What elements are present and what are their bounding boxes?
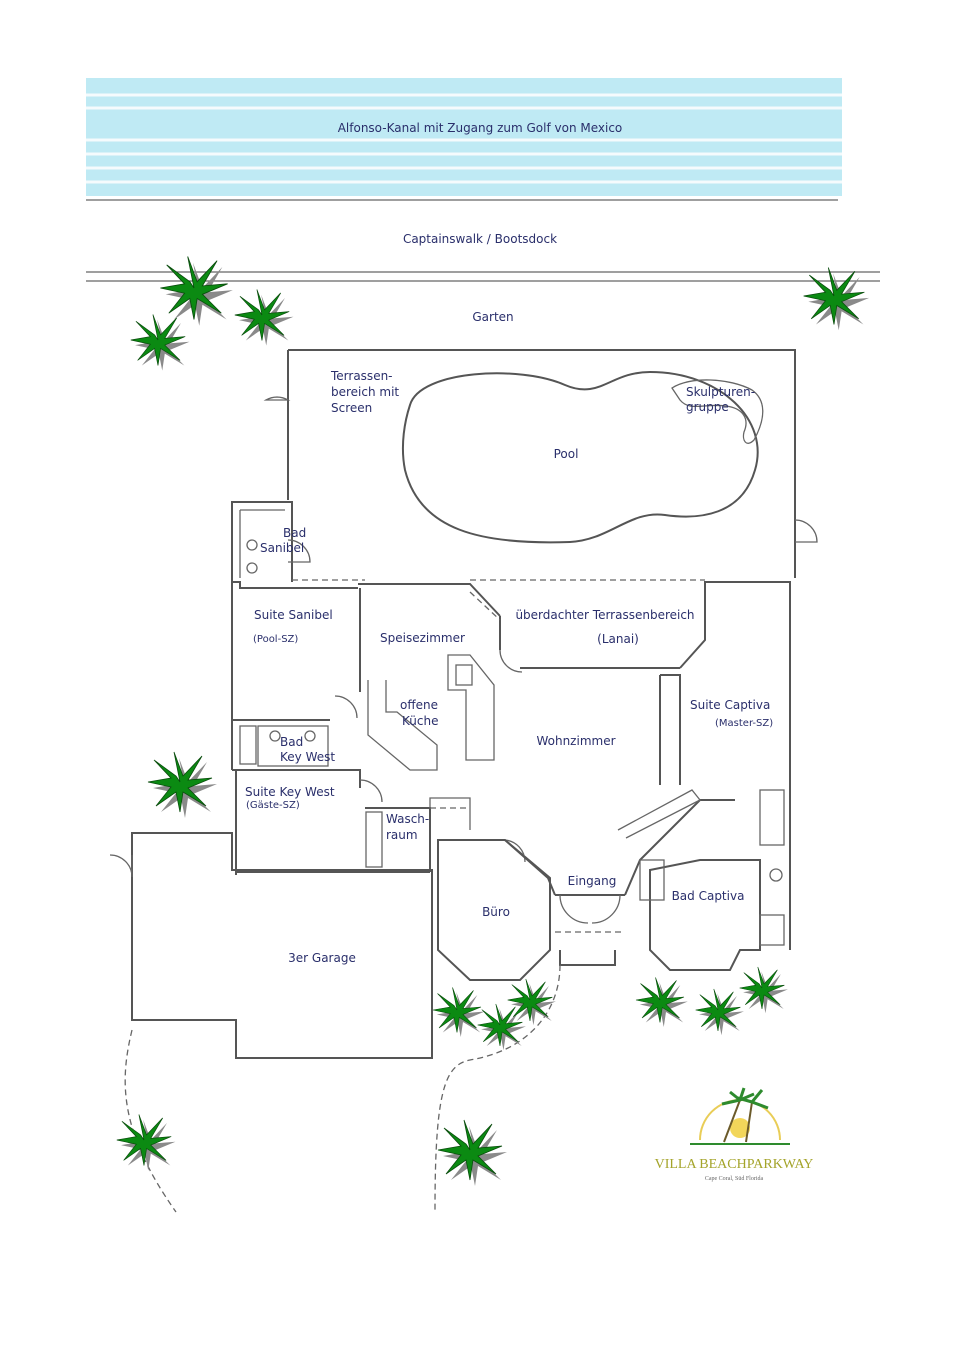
terrace-screen-label-1: Terrassen-: [330, 369, 393, 383]
bad-keywest-label-2: Key West: [280, 750, 335, 764]
lanai-label: überdachter Terrassenbereich: [515, 608, 694, 622]
villa-logo: VILLA BEACHPARKWAY Cape Coral, Süd Flori…: [655, 1087, 814, 1182]
suite-keywest-label: Suite Key West: [245, 785, 335, 799]
canal-water: [86, 78, 842, 201]
lanai-sub: (Lanai): [597, 632, 639, 646]
bad-sanibel-label-1: Bad: [283, 526, 306, 540]
pool-enclosure: [263, 349, 818, 578]
wohnzimmer-label: Wohnzimmer: [536, 734, 615, 748]
eingang-label: Eingang: [568, 874, 617, 888]
palm-tree-icon: [432, 987, 485, 1037]
palm-tree-icon: [803, 267, 870, 331]
palm-tree-icon: [234, 289, 294, 346]
palm-tree-icon: [116, 1114, 176, 1171]
sun-logo-icon: [690, 1087, 790, 1145]
bad-sanibel-label-2: Sanibel: [260, 541, 304, 555]
pool: [401, 370, 759, 544]
suite-sanibel-sub: (Pool-SZ): [253, 634, 298, 645]
suite-sanibel-label: Suite Sanibel: [254, 608, 333, 622]
pool-label: Pool: [554, 447, 579, 461]
sculpture-group: [671, 379, 764, 444]
canal-label: Alfonso-Kanal mit Zugang zum Golf von Me…: [338, 121, 623, 135]
logo-sub: Cape Coral, Süd Florida: [705, 1176, 764, 1182]
kueche-label-1: offene: [400, 698, 438, 712]
waschraum-label-1: Wasch-: [386, 812, 429, 826]
sculpture-label-1: Skulpturen-: [686, 385, 755, 399]
palm-tree-icon: [635, 977, 688, 1027]
bad-captiva-label: Bad Captiva: [672, 889, 745, 903]
speisezimmer-label: Speisezimmer: [380, 631, 465, 645]
kueche-label-2: Küche: [402, 714, 438, 728]
house-walls: [109, 501, 791, 1059]
palm-tree-icon: [130, 314, 190, 371]
palm-tree-icon: [147, 751, 217, 818]
palm-tree-icon: [507, 978, 556, 1026]
palm-tree-icon: [739, 966, 788, 1014]
walkways: [124, 964, 561, 1213]
buero-label: Büro: [482, 905, 510, 919]
suite-captiva-sub: (Master-SZ): [715, 718, 773, 729]
waschraum-label-2: raum: [386, 828, 418, 842]
dock-label: Captainswalk / Bootsdock: [403, 232, 557, 246]
suite-keywest-sub: (Gäste-SZ): [246, 800, 300, 811]
logo-name: VILLA BEACHPARKWAY: [655, 1157, 814, 1172]
suite-captiva-label: Suite Captiva: [690, 698, 770, 712]
garage-label: 3er Garage: [288, 951, 356, 965]
palm-tree-icon: [159, 255, 233, 326]
terrace-screen-label-3: Screen: [331, 401, 372, 415]
palm-tree-icon: [437, 1119, 507, 1186]
bad-keywest-label-1: Bad: [280, 735, 303, 749]
garden-label: Garten: [472, 310, 513, 324]
terrace-screen-label-2: bereich mit: [331, 385, 399, 399]
palm-tree-icon: [695, 988, 744, 1036]
sculpture-label-2: gruppe: [686, 400, 729, 414]
